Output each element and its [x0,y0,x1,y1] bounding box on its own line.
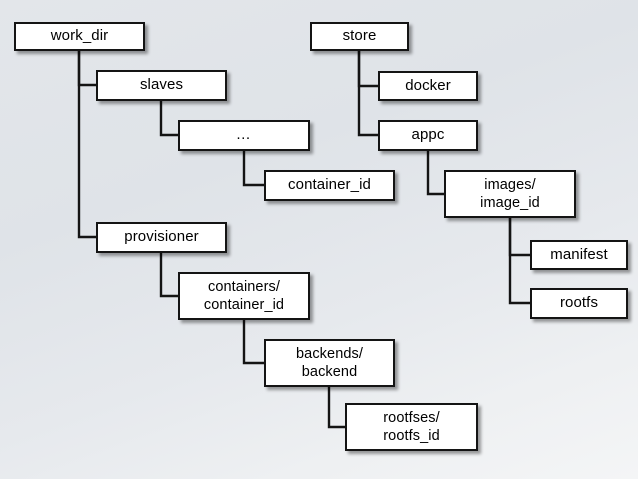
edge-containers-to-backends [242,320,264,365]
node-manifest: manifest [530,240,628,270]
edge-provisioner-to-containers [159,252,178,298]
edge-backends-to-rootfses [327,387,345,429]
node-rootfs: rootfs [530,288,628,319]
node-backends: backends/ backend [264,339,395,387]
edge-work_dir-to-provisioner [77,51,96,239]
node-store: store [310,22,409,51]
node-images: images/ image_id [444,170,576,218]
node-slaves: slaves [96,70,227,101]
node-provisioner: provisioner [96,222,227,253]
edge-ellipsis-to-container_id [242,151,264,187]
node-rootfses: rootfses/ rootfs_id [345,403,478,451]
edge-store-to-appc [357,51,378,137]
edge-images-to-rootfs [508,218,530,305]
edge-work_dir-to-slaves [77,51,96,87]
edge-appc-to-images [426,151,444,196]
edge-store-to-docker [357,51,378,88]
node-containers: containers/ container_id [178,272,310,320]
node-ellipsis: … [178,120,310,151]
node-appc: appc [378,120,478,151]
edge-slaves-to-ellipsis [159,101,178,137]
edge-images-to-manifest [508,218,530,257]
node-container_id: container_id [264,170,395,201]
node-docker: docker [378,71,478,101]
node-work_dir: work_dir [14,22,145,51]
